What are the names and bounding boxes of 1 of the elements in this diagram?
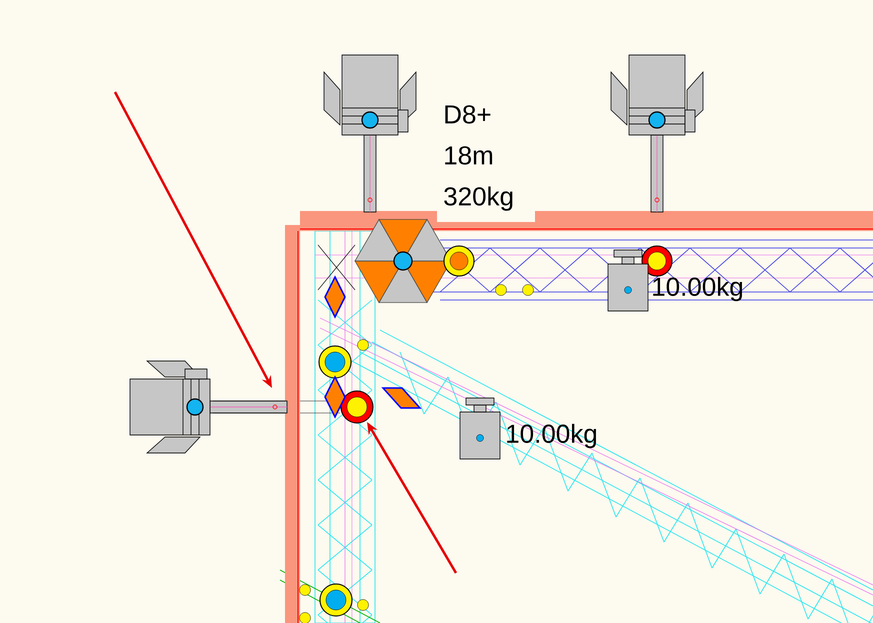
hoist-label: D8+ 18m 320kg	[444, 105, 512, 211]
